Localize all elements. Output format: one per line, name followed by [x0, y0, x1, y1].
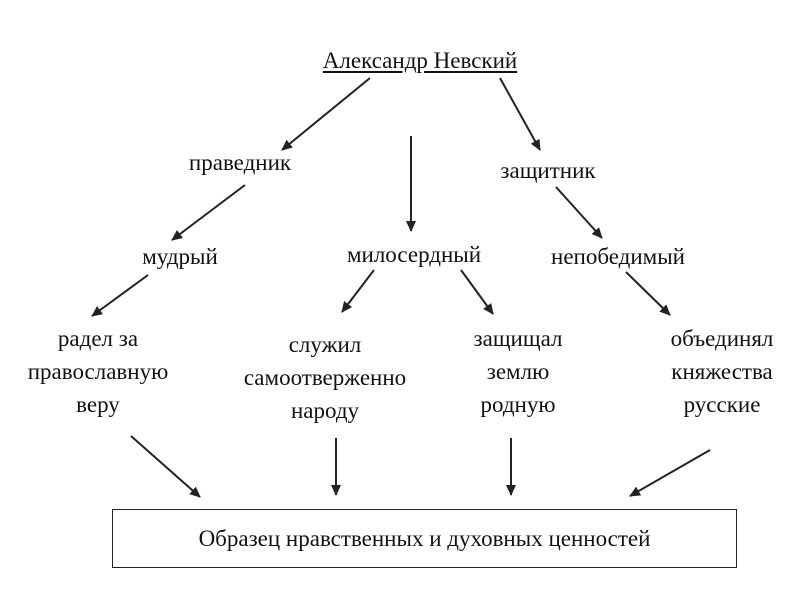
- node-nepobedimy: непобедимый: [551, 244, 685, 269]
- arrow-obyedinyal-to-result: [629, 449, 711, 497]
- node-zashchitnik: защитник: [500, 158, 596, 183]
- arrow-root-to-pravednik: [281, 77, 371, 151]
- node-pravednik: праведник: [188, 150, 292, 175]
- result-label: Образец нравственных и духовных ценносте…: [198, 525, 651, 551]
- arrow-nepobedimy-to-obyedinyal: [625, 271, 671, 316]
- arrow-radel-to-result: [130, 435, 201, 498]
- node-zashchishchal: защищал землю родную: [474, 322, 563, 421]
- node-zashchishchal-line2: землю: [486, 359, 550, 384]
- node-obyedinyal-line2: княжества: [671, 359, 773, 384]
- node-obyedinyal: объединял княжества русские: [671, 322, 774, 421]
- node-radel-line3: веру: [76, 392, 120, 417]
- node-radel-line2: православную: [27, 359, 169, 384]
- node-sluzhil: служил самоотверженно народу: [244, 328, 406, 427]
- node-mudry: мудрый: [142, 244, 218, 269]
- node-obyedinyal-line3: русские: [683, 392, 761, 417]
- arrow-miloserdny-to-sluzhil: [341, 269, 375, 313]
- node-sluzhil-line2: самоотверженно: [243, 365, 407, 390]
- node-radel-line1: радел за: [57, 326, 139, 351]
- arrow-root-to-zashchitnik: [499, 77, 541, 151]
- arrow-zashchitnik-to-nepobedimy: [555, 186, 603, 239]
- node-zashchishchal-line3: родную: [480, 392, 556, 417]
- arrow-pravednik-to-mudry: [171, 184, 246, 241]
- node-miloserdny: милосердный: [346, 242, 482, 267]
- node-radel: радел за православную веру: [28, 322, 169, 421]
- node-zashchishchal-line1: защищал: [473, 326, 563, 351]
- root-node: Александр Невский: [322, 48, 518, 73]
- result-box: Образец нравственных и духовных ценносте…: [112, 509, 737, 568]
- arrow-mudry-to-radel: [91, 274, 149, 317]
- node-obyedinyal-line1: объединял: [670, 326, 774, 351]
- node-sluzhil-line3: народу: [290, 398, 360, 423]
- arrow-miloserdny-to-zashchishchal: [460, 269, 494, 315]
- node-sluzhil-line1: служил: [288, 332, 362, 357]
